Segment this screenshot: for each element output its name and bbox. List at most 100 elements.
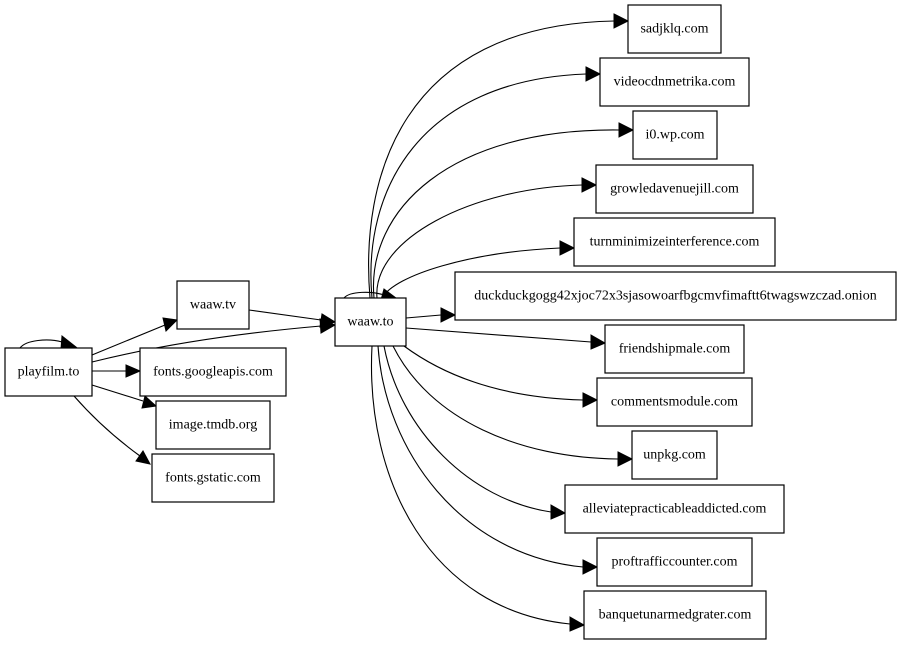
node-alleviate: alleviatepracticableaddicted.com [564, 484, 785, 534]
edge-line [343, 291, 385, 299]
edge-line [248, 309, 322, 321]
node-label: image.tmdb.org [169, 418, 257, 433]
arrowhead-icon [141, 395, 158, 409]
node-box [627, 4, 722, 54]
node-duckduckgo-onion: duckduckgogg42xjoc72x3sjasowoarfbgcmvfim… [454, 271, 897, 321]
edge-line [91, 324, 166, 356]
node-box [632, 110, 718, 160]
arrowhead-icon [135, 450, 151, 465]
node-label: fonts.googleapis.com [153, 365, 273, 380]
edge-playfilm-to-fonts-googleapis [92, 364, 142, 378]
arrowhead-icon [125, 364, 142, 378]
edge-playfilm-to-waaw-tv [91, 317, 179, 356]
edge-waaw-to-to-sadjklq [368, 13, 630, 299]
edge-line [405, 314, 442, 319]
arrowhead-icon [582, 559, 599, 575]
arrowhead-icon [590, 334, 607, 350]
edge-waaw-to-to-growledavenuejill [376, 177, 598, 299]
node-label: waaw.to [347, 315, 393, 330]
edge-line [392, 345, 619, 460]
edge-line [381, 247, 561, 299]
arrowhead-icon [162, 317, 179, 332]
node-box [334, 297, 407, 347]
node-box [139, 347, 287, 397]
arrowhead-icon [60, 335, 78, 350]
arrowhead-icon [581, 177, 598, 193]
edge-waaw-to-to-commentsmodule [403, 345, 599, 408]
arrowhead-icon [440, 307, 457, 323]
node-videocdnmetrika: videocdnmetrika.com [599, 57, 750, 107]
edge-waaw-to-to-duckduckgo-onion [405, 307, 457, 323]
node-label: turnminimizeinterference.com [590, 235, 760, 250]
node-box [176, 280, 250, 330]
edge-waaw-to-to-banquet [370, 345, 586, 632]
node-box [564, 484, 785, 534]
edge-waaw-to-to-alleviate [383, 345, 567, 520]
node-label: fonts.gstatic.com [165, 471, 261, 486]
node-friendshipmale: friendshipmale.com [604, 324, 745, 374]
node-box [454, 271, 897, 321]
arrowhead-icon [550, 504, 567, 520]
node-label: proftrafficcounter.com [611, 555, 737, 570]
arrowhead-icon [319, 313, 337, 328]
edge-line [377, 345, 584, 568]
node-label: unpkg.com [643, 448, 706, 463]
edge-waaw-to-to-proftraffic [377, 345, 599, 575]
nodes-layer: playfilm.to waaw.tv fonts.googleapis.com im… [4, 4, 897, 640]
arrowhead-icon [585, 66, 602, 82]
edge-waaw-to-to-videocdnmetrika [370, 66, 602, 299]
node-box [599, 57, 750, 107]
arrowhead-icon [582, 392, 599, 408]
node-box [596, 377, 753, 427]
node-banquet: banquetunarmedgrater.com [583, 590, 767, 640]
node-label: duckduckgogg42xjoc72x3sjasowoarfbgcmvfim… [474, 289, 876, 304]
edge-waaw-to-to-unpkg [392, 345, 634, 467]
node-waaw-tv: waaw.tv [176, 280, 250, 330]
node-turnminimize: turnminimizeinterference.com [573, 217, 776, 267]
node-label: commentsmodule.com [611, 395, 738, 410]
node-label: banquetunarmedgrater.com [599, 608, 752, 623]
node-fonts-googleapis: fonts.googleapis.com [139, 347, 287, 397]
edge-line [405, 327, 592, 343]
edge-playfilm-to-image-tmdb [91, 384, 158, 409]
edge-line [370, 73, 587, 299]
edge-line [19, 339, 63, 349]
edge-line [403, 345, 584, 401]
node-label: playfilm.to [18, 365, 80, 380]
node-growledavenuejill: growledavenuejill.com [595, 164, 754, 214]
node-playfilm: playfilm.to [4, 347, 93, 397]
arrowhead-icon [559, 240, 576, 256]
node-i0-wp: i0.wp.com [632, 110, 718, 160]
node-label: waaw.tv [190, 298, 236, 313]
edge-line [91, 325, 322, 363]
node-label: growledavenuejill.com [610, 182, 739, 197]
node-image-tmdb: image.tmdb.org [155, 400, 271, 450]
node-box [573, 217, 776, 267]
edge-waaw-to-to-i0-wp [372, 122, 635, 299]
edge-line [370, 345, 571, 625]
edge-line [73, 395, 141, 457]
edge-waaw-to-to-friendshipmale [405, 327, 607, 350]
node-box [4, 347, 93, 397]
edge-line [368, 20, 615, 299]
edge-waaw-to-to-turnminimize [381, 240, 576, 299]
edge-playfilm-to-fonts-gstatic [73, 395, 151, 465]
node-box [596, 537, 753, 587]
node-unpkg: unpkg.com [631, 430, 718, 480]
edge-line [91, 384, 144, 402]
arrowhead-icon [569, 616, 586, 632]
node-label: sadjklq.com [640, 22, 708, 37]
node-label: friendshipmale.com [619, 342, 731, 357]
edges-layer [19, 13, 635, 632]
edge-line [383, 345, 552, 513]
node-box [604, 324, 745, 374]
arrowhead-icon [618, 122, 635, 138]
node-box [155, 400, 271, 450]
node-box [631, 430, 718, 480]
node-box [151, 453, 275, 503]
node-proftraffic: proftrafficcounter.com [596, 537, 753, 587]
edge-waaw-tv-to-waaw-to [248, 309, 337, 328]
edge-line [372, 129, 620, 299]
node-box [583, 590, 767, 640]
